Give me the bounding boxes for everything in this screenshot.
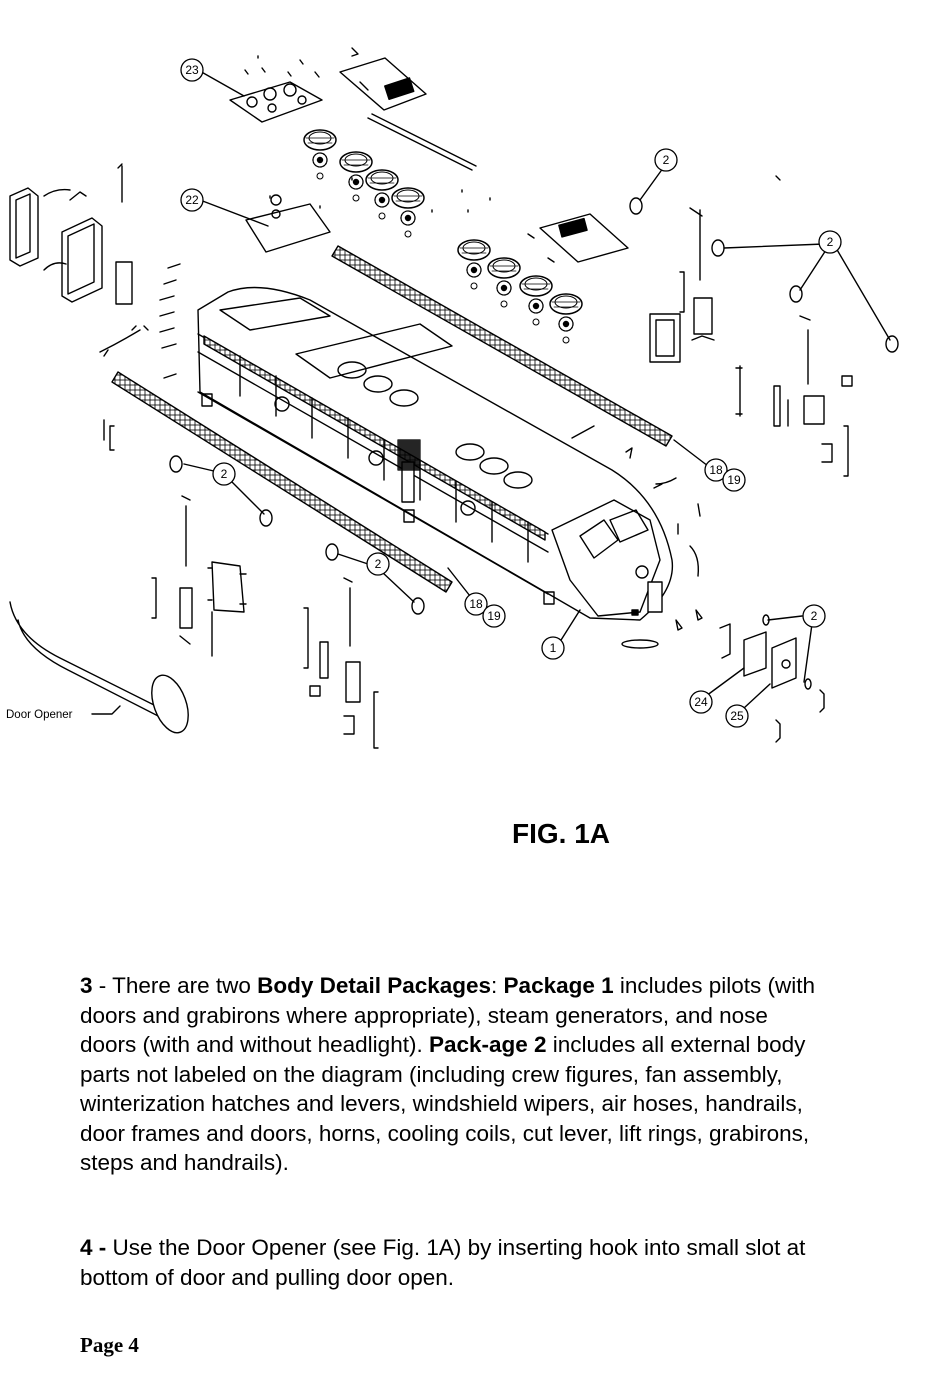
callout-19: 19	[727, 473, 741, 487]
callout-18: 18	[469, 597, 483, 611]
callout-2: 2	[827, 235, 834, 249]
callout-2: 2	[663, 153, 670, 167]
callout-24: 24	[694, 695, 708, 709]
step-3-text: includes pilots (with doors and grabiron…	[80, 973, 815, 1057]
step-3-text: - There are two	[92, 973, 258, 998]
figure-caption: FIG. 1A	[512, 818, 611, 849]
callout-22: 22	[185, 193, 199, 207]
step-3-bold: Body Detail Packages	[257, 973, 492, 998]
step-4-number: 4 -	[80, 1235, 107, 1260]
callout-2: 2	[375, 557, 382, 571]
step-3-paragraph: 3 - There are two Body Detail Packages: …	[80, 971, 820, 1178]
callout-25: 25	[730, 709, 744, 723]
exploded-diagram: 23 22 2 2 2 2 18 19 18 19 1 2 24 25 Door…	[6, 47, 899, 749]
step-3-bold: Pack-age 2	[428, 1032, 547, 1057]
callout-2: 2	[221, 467, 228, 481]
callout-19: 19	[487, 609, 501, 623]
step-3-text: includes all external body parts not lab…	[80, 1032, 810, 1175]
step-3-bold: Package 1	[503, 973, 614, 998]
step-4-paragraph: 4 - Use the Door Opener (see Fig. 1A) by…	[80, 1233, 820, 1292]
step-3-text: :	[491, 973, 504, 998]
page-number: Page 4	[80, 1333, 139, 1357]
callout-2: 2	[811, 609, 818, 623]
door-opener-label: Door Opener	[6, 709, 73, 721]
callout-23: 23	[185, 63, 199, 77]
callout-18: 18	[709, 463, 723, 477]
step-4-text: Use the Door Opener (see Fig. 1A) by ins…	[80, 1235, 806, 1290]
callout-1: 1	[550, 641, 557, 655]
step-3-number: 3	[80, 973, 93, 998]
